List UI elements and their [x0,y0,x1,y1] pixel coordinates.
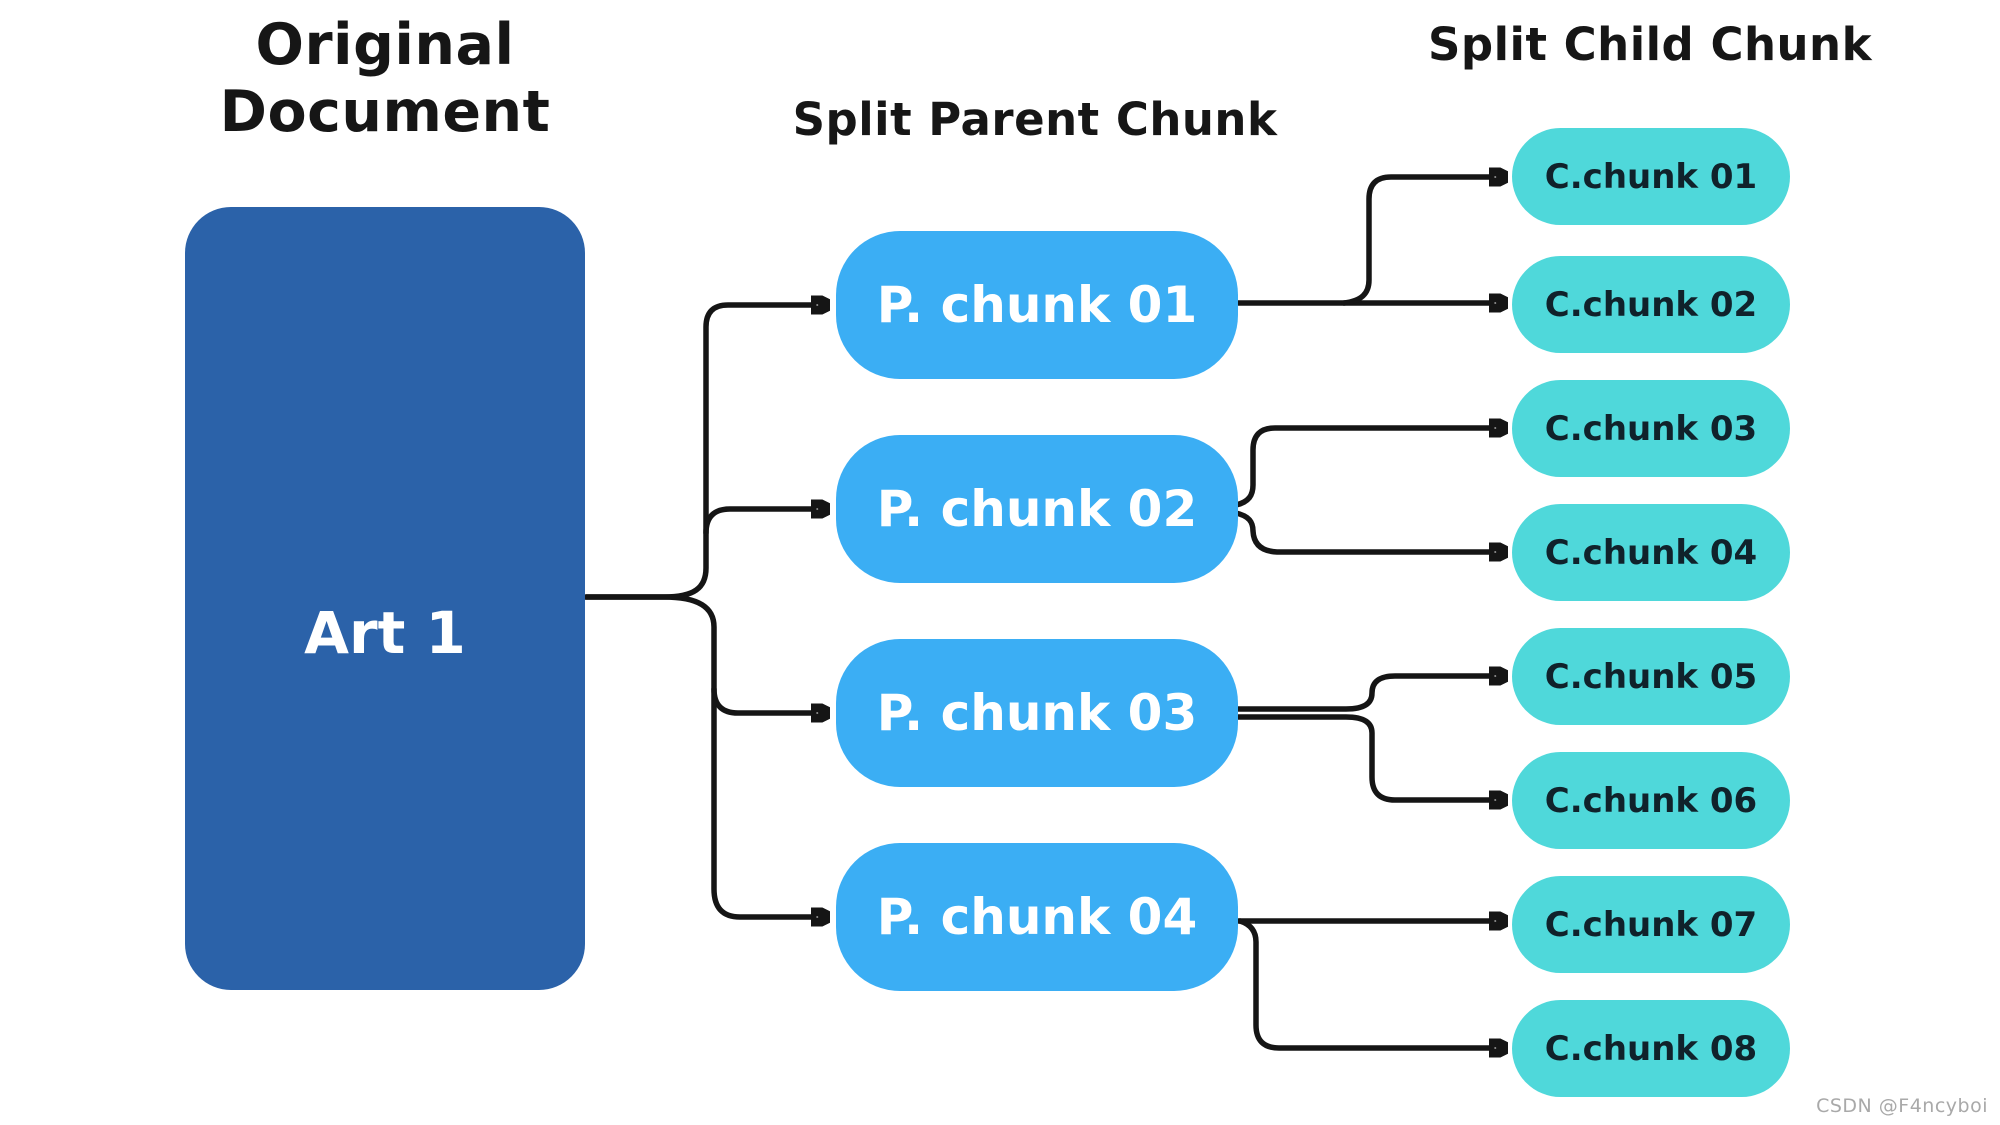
edge-art1-pchunk02 [703,509,814,536]
parent-chunk-01-node: P. chunk 01 [836,231,1238,379]
child-chunk-03-node: C.chunk 03 [1512,380,1790,477]
child-chunk-03-label: C.chunk 03 [1544,408,1758,449]
child-chunk-02-label: C.chunk 02 [1544,284,1758,325]
heading-split-parent-chunk: Split Parent Chunk [792,93,1278,146]
edge-pchunk04-cchunk08 [1237,918,1492,1048]
edge-pchunk02-cchunk03 [1233,428,1492,508]
parent-chunk-04-label: P. chunk 04 [876,888,1198,946]
child-chunk-04-node: C.chunk 04 [1512,504,1790,601]
edge-pchunk02-cchunk04 [1233,510,1492,552]
child-chunk-04-label: C.chunk 04 [1544,532,1758,573]
parent-chunk-01-label: P. chunk 01 [876,276,1198,334]
edge-art1-pchunk03 [711,686,814,713]
child-chunk-06-label: C.chunk 06 [1544,780,1758,821]
heading-original-document: Original Document [219,12,551,146]
original-document-node: Art 1 [185,207,585,990]
edge-pchunk03-cchunk05 [1233,676,1492,712]
parent-chunk-02-label: P. chunk 02 [876,480,1198,538]
edge-art1-pchunk04 [583,594,814,917]
edge-art1-pchunk01 [583,305,814,600]
child-chunk-07-label: C.chunk 07 [1544,904,1758,945]
parent-chunk-03-node: P. chunk 03 [836,639,1238,787]
watermark-text: CSDN @F4ncyboi [1816,1095,1988,1117]
edge-pchunk03-cchunk06 [1233,714,1492,800]
child-chunk-01-node: C.chunk 01 [1512,128,1790,225]
parent-chunk-03-label: P. chunk 03 [876,684,1198,742]
child-chunk-05-node: C.chunk 05 [1512,628,1790,725]
child-chunk-07-node: C.chunk 07 [1512,876,1790,973]
parent-chunk-04-node: P. chunk 04 [836,843,1238,991]
edge-pchunk01-cchunk01 [1341,177,1492,306]
child-chunk-02-node: C.chunk 02 [1512,256,1790,353]
child-chunk-05-label: C.chunk 05 [1544,656,1758,697]
child-chunk-08-label: C.chunk 08 [1544,1028,1758,1069]
parent-chunk-02-node: P. chunk 02 [836,435,1238,583]
child-chunk-08-node: C.chunk 08 [1512,1000,1790,1097]
child-chunk-01-label: C.chunk 01 [1544,156,1758,197]
heading-split-child-chunk: Split Child Chunk [1428,18,1872,71]
child-chunk-06-node: C.chunk 06 [1512,752,1790,849]
original-document-label: Art 1 [304,598,466,667]
